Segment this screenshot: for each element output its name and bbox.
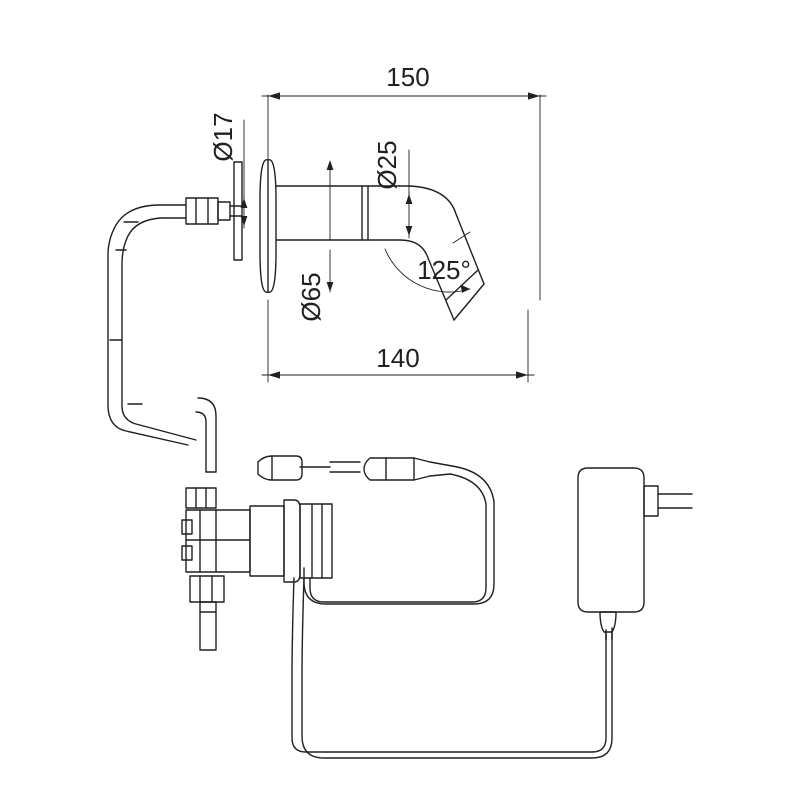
spout-assembly — [159, 159, 485, 321]
spout-bend-outer — [409, 185, 485, 285]
arrow-150-left — [268, 92, 280, 100]
solenoid-body — [299, 503, 333, 579]
adapter-strain-relief — [599, 611, 617, 633]
cable-routing-group — [291, 465, 613, 759]
valve-main-block — [185, 509, 251, 573]
angle-leg-line — [452, 231, 471, 244]
connector-female — [257, 455, 303, 481]
valve-outlet-stem — [199, 601, 217, 651]
riser-inner — [195, 411, 207, 473]
dim-label-125-angle: 125° — [417, 255, 471, 285]
cable-loop-lower-inner — [291, 577, 607, 753]
angle-arc-125 — [384, 248, 471, 293]
spout-bend-inner — [399, 239, 455, 321]
valve-mid-block — [249, 505, 285, 577]
connector-cable-start-top — [429, 461, 453, 467]
arrow-140-left — [268, 371, 280, 379]
hose-inner — [121, 217, 197, 441]
arrow-d25-bottom — [405, 226, 413, 236]
connector-cable-start-bottom — [429, 473, 451, 477]
connector-male-tip-bottom — [413, 475, 431, 481]
cable-loop-lower-outer — [301, 577, 613, 759]
adapter-body — [577, 467, 645, 613]
flexible-hose-group — [107, 204, 197, 446]
spout-outlet-ring — [445, 269, 479, 301]
arrow-d65-bottom — [326, 282, 334, 292]
riser-outer — [197, 397, 217, 473]
connector-male — [363, 457, 415, 481]
hose-outer — [107, 204, 189, 446]
dim-label-d65: Ø65 — [296, 272, 326, 321]
cable-loop-upper-outer — [303, 465, 495, 605]
arrow-140-right — [516, 371, 528, 379]
dim-label-150: 150 — [386, 62, 429, 92]
valve-nut-bottom — [189, 575, 225, 603]
control-valve-body — [181, 487, 333, 651]
dim-label-140: 140 — [376, 343, 419, 373]
spout-outlet-face — [453, 283, 485, 321]
inlet-washer-plate — [233, 161, 243, 261]
dim-label-d25: Ø25 — [372, 140, 402, 189]
arrow-d25-top — [405, 194, 413, 204]
inlet-nut — [185, 197, 219, 225]
valve-port-left-2 — [181, 545, 193, 561]
cable-loop-upper-inner — [309, 473, 487, 603]
adapter-plug-base — [643, 485, 659, 517]
arrow-150-right — [528, 92, 540, 100]
arrow-d65-top — [326, 160, 334, 170]
valve-nut-top — [185, 487, 217, 509]
dim-label-d17: Ø17 — [208, 112, 238, 161]
arrow-angle — [460, 284, 470, 293]
valve-port-left-1 — [181, 519, 193, 535]
connector-male-tip-top — [413, 457, 431, 463]
valve-collar — [283, 499, 301, 583]
cable-connector-group — [257, 455, 453, 481]
power-adapter — [577, 467, 693, 641]
riser-tube-group — [195, 397, 217, 473]
inlet-collar — [217, 201, 231, 221]
dimension-lines-group — [240, 92, 547, 383]
